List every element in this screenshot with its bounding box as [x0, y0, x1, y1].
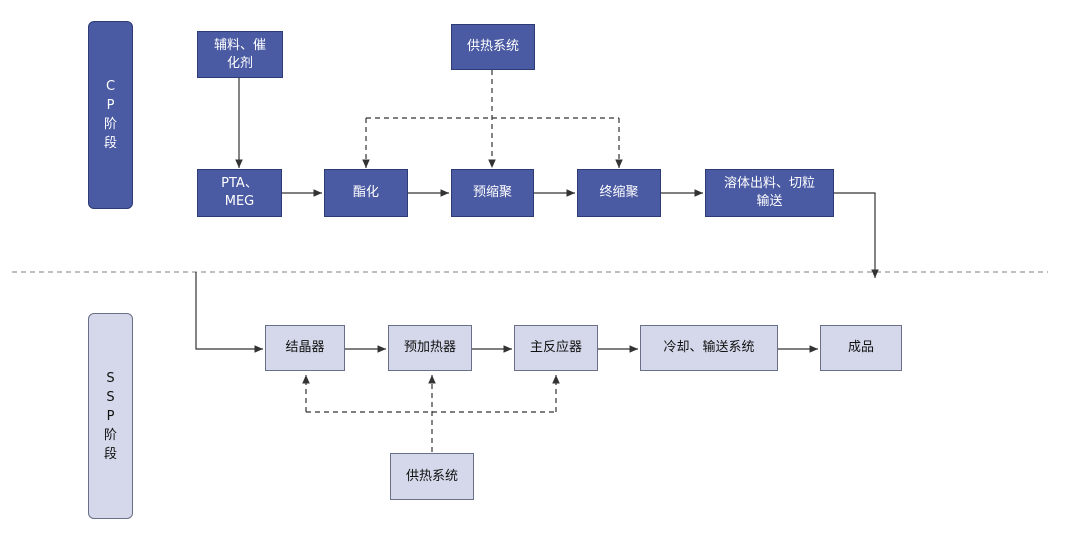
- cooling-conveying-box: 冷却、输送系统: [640, 325, 778, 371]
- pta-meg-box: PTA、 MEG: [197, 169, 282, 217]
- aux-catalyst-box: 辅料、催 化剂: [197, 31, 283, 78]
- crystallizer-box: 结晶器: [265, 325, 345, 371]
- cp-heat-supply-box: 供热系统: [451, 24, 535, 70]
- ssp-heat-supply-box: 供热系统: [390, 453, 474, 500]
- main-reactor-box: 主反应器: [514, 325, 598, 371]
- melt-discharge-box: 溶体出料、切粒 输送: [705, 169, 834, 217]
- final-polycondensation-box: 终缩聚: [577, 169, 661, 217]
- esterification-box: 酯化: [324, 169, 408, 217]
- cp-phase-label: C P 阶 段: [88, 21, 133, 209]
- arrow-melt-down: [834, 192, 879, 278]
- prepolycondensation-box: 预缩聚: [451, 169, 534, 217]
- arrow-into-crystallizer: [195, 272, 263, 353]
- preheater-box: 预加热器: [388, 325, 472, 371]
- product-box: 成品: [820, 325, 902, 371]
- ssp-phase-label: S S P 阶 段: [88, 313, 133, 519]
